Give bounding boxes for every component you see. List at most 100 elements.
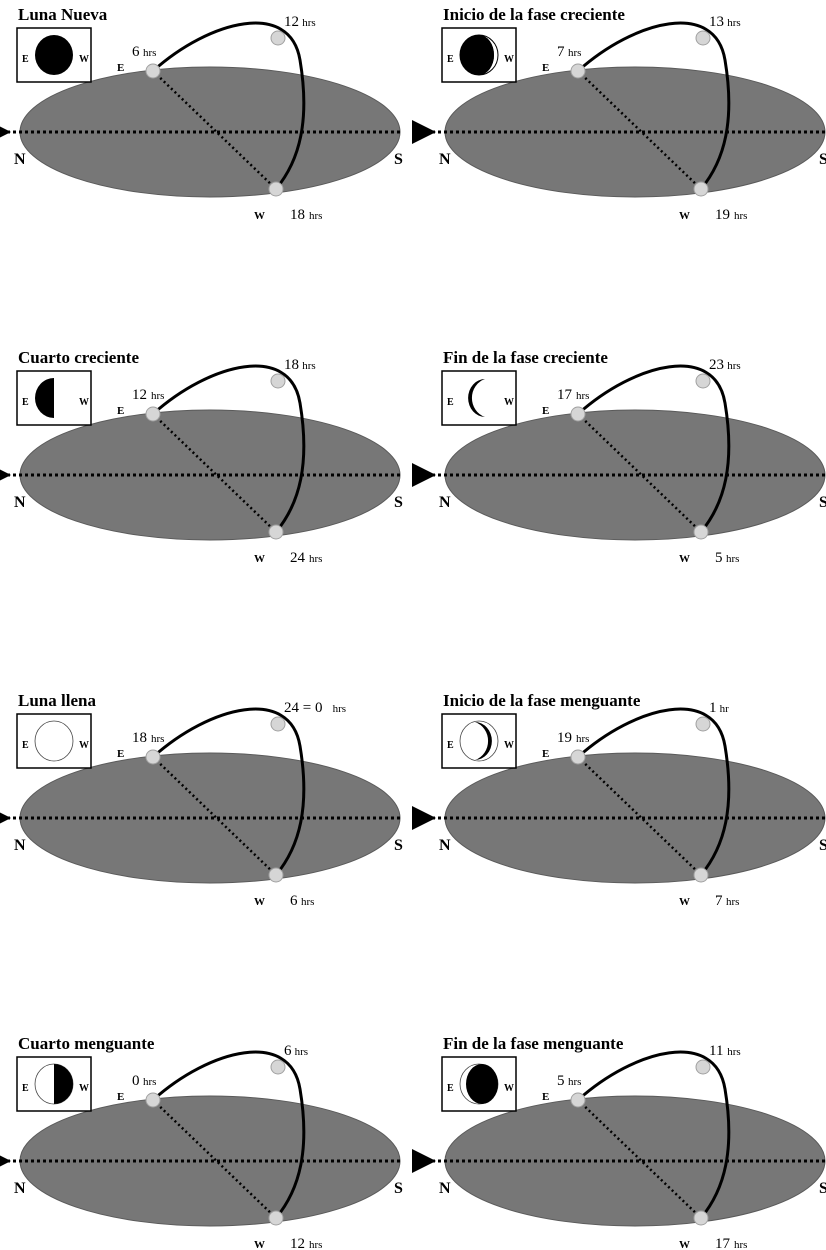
culmination-marker	[270, 30, 286, 46]
moon-dark-half	[54, 1064, 73, 1104]
rise-time-label: 0	[132, 1073, 140, 1089]
rise-time-unit: hrs	[143, 1076, 156, 1088]
set-time-unit: hrs	[309, 1239, 322, 1250]
east-label: E	[117, 1091, 124, 1103]
top-time-label: 13	[709, 14, 724, 30]
moon-phase-icon	[34, 720, 74, 762]
top-time-unit: hrs	[302, 17, 315, 29]
moon-phase-icon	[459, 34, 499, 76]
moon-dark-half	[35, 378, 54, 418]
below-horizon-path	[577, 70, 702, 190]
south-label: S	[394, 1180, 403, 1197]
moon-phase-icon	[34, 1063, 74, 1105]
icon-west-label: W	[504, 740, 514, 751]
rise-time-label: 5	[557, 1073, 565, 1089]
icon-east-label: E	[22, 54, 29, 65]
moon-phase-icon	[35, 378, 54, 418]
culmination-marker	[695, 30, 711, 46]
culmination-marker	[270, 1059, 286, 1075]
panel-title: Fin de la fase menguante	[443, 1034, 624, 1053]
top-time-label: 12	[284, 14, 299, 30]
moon-arc-path	[152, 364, 306, 533]
set-time-label: 19	[715, 207, 730, 223]
culmination-marker	[270, 373, 286, 389]
moonrise-marker	[145, 63, 161, 79]
west-label: W	[679, 896, 690, 908]
icon-east-label: E	[22, 740, 29, 751]
moon-dark-disc	[35, 35, 73, 75]
rise-time-label: 19	[557, 730, 572, 746]
top-time-label: 11	[709, 1043, 723, 1059]
east-label: E	[542, 62, 549, 74]
south-label: S	[819, 494, 826, 511]
moonrise-marker	[145, 749, 161, 765]
icon-west-label: W	[79, 1083, 89, 1094]
top-time-unit: hrs	[295, 1046, 308, 1058]
top-time-unit: hrs	[727, 360, 740, 372]
icon-east-label: E	[22, 1083, 29, 1094]
below-horizon-path	[152, 1099, 277, 1219]
set-time-label: 6	[290, 893, 298, 909]
moonset-marker	[693, 524, 709, 540]
moon-arc-path	[152, 21, 306, 190]
icon-east-label: E	[447, 397, 454, 408]
west-label: W	[679, 1239, 690, 1250]
east-label: E	[117, 62, 124, 74]
moon-arc-path	[152, 1050, 306, 1219]
rise-time-unit: hrs	[151, 390, 164, 402]
moon-phase-box	[441, 370, 517, 426]
moon-phase-icon	[35, 35, 73, 75]
set-time-unit: hrs	[309, 210, 322, 222]
set-time-label: 7	[715, 893, 723, 909]
moon-dark-part	[466, 1064, 498, 1104]
top-time-label: 24 = 0	[284, 700, 322, 716]
top-time-label: 23	[709, 357, 724, 373]
rise-time-unit: hrs	[568, 47, 581, 59]
moon-phase-icon	[459, 1063, 499, 1105]
set-time-unit: hrs	[309, 553, 322, 565]
east-label: E	[542, 748, 549, 760]
moonrise-marker	[570, 749, 586, 765]
icon-west-label: W	[79, 740, 89, 751]
west-label: W	[254, 896, 265, 908]
west-label: W	[254, 553, 265, 565]
icon-west-label: W	[504, 1083, 514, 1094]
west-label: W	[679, 210, 690, 222]
panel-title: Cuarto creciente	[18, 348, 139, 367]
rise-time-unit: hrs	[576, 390, 589, 402]
moonrise-marker	[570, 1092, 586, 1108]
moonrise-marker	[570, 63, 586, 79]
rise-time-label: 6	[132, 44, 140, 60]
moon-full-disc	[34, 720, 74, 762]
moon-dark-part	[479, 35, 494, 75]
moon-dark-crescent	[475, 722, 492, 760]
moonset-marker	[693, 181, 709, 197]
west-label: W	[679, 553, 690, 565]
moonset-marker	[268, 867, 284, 883]
icon-west-label: W	[504, 397, 514, 408]
panel-title: Inicio de la fase menguante	[443, 691, 641, 710]
below-horizon-path	[577, 413, 702, 533]
moon-phase-icon	[468, 379, 485, 417]
icon-east-label: E	[22, 397, 29, 408]
top-time-label: 6	[284, 1043, 292, 1059]
panel-title: Luna llena	[18, 691, 96, 710]
east-label: E	[542, 405, 549, 417]
top-time-unit: hrs	[727, 1046, 740, 1058]
top-time-label: 1	[709, 700, 717, 716]
moonrise-marker	[145, 406, 161, 422]
moonset-marker	[268, 524, 284, 540]
south-label: S	[819, 837, 826, 854]
top-time-label: 18	[284, 357, 299, 373]
icon-east-label: E	[447, 740, 454, 751]
rise-time-label: 12	[132, 387, 147, 403]
below-horizon-path	[577, 1099, 702, 1219]
north-label: N	[439, 1180, 451, 1197]
set-time-label: 17	[715, 1236, 731, 1250]
set-time-unit: hrs	[301, 896, 314, 908]
